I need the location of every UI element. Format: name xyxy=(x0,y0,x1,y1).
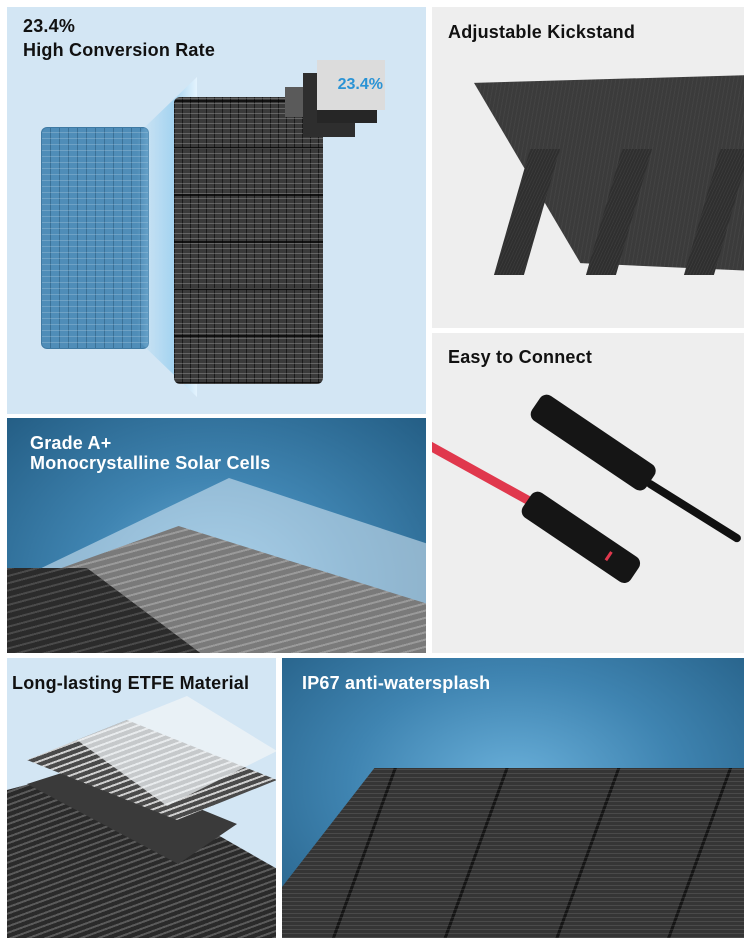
tile-monocrystalline-cells: Grade A+ Monocrystalline Solar Cells xyxy=(7,418,426,653)
conversion-percent-heading: 23.4% xyxy=(23,16,76,36)
connect-heading: Easy to Connect xyxy=(448,347,593,367)
red-cable-illustration xyxy=(432,437,538,509)
kickstand-leg-illustration xyxy=(493,149,561,275)
blue-solar-panel-illustration xyxy=(41,127,149,349)
connector-female-illustration xyxy=(527,391,659,494)
tile-ip67-watersplash: IP67 anti-watersplash xyxy=(282,658,744,938)
monocrystalline-heading: Monocrystalline Solar Cells xyxy=(30,453,271,473)
conversion-heading: High Conversion Rate xyxy=(23,40,216,60)
tile-adjustable-kickstand: Adjustable Kickstand xyxy=(432,7,744,328)
kickstand-heading: Adjustable Kickstand xyxy=(448,22,636,42)
connector-male-illustration xyxy=(518,488,644,587)
etfe-heading: Long-lasting ETFE Material xyxy=(12,673,250,693)
tile-etfe-material: Long-lasting ETFE Material xyxy=(7,658,276,938)
tile-easy-to-connect: Easy to Connect xyxy=(432,333,744,653)
black-cable-illustration xyxy=(644,478,743,544)
tile-high-conversion-rate: 23.4% High Conversion Rate 23.4% xyxy=(7,7,426,414)
grade-heading: Grade A+ xyxy=(30,433,112,453)
ip67-heading: IP67 anti-watersplash xyxy=(302,673,491,693)
black-solar-panel-illustration xyxy=(174,97,323,384)
conversion-callout: 23.4% xyxy=(317,60,385,110)
connector-stripe xyxy=(604,551,613,562)
wet-solar-panel-illustration xyxy=(282,768,744,938)
